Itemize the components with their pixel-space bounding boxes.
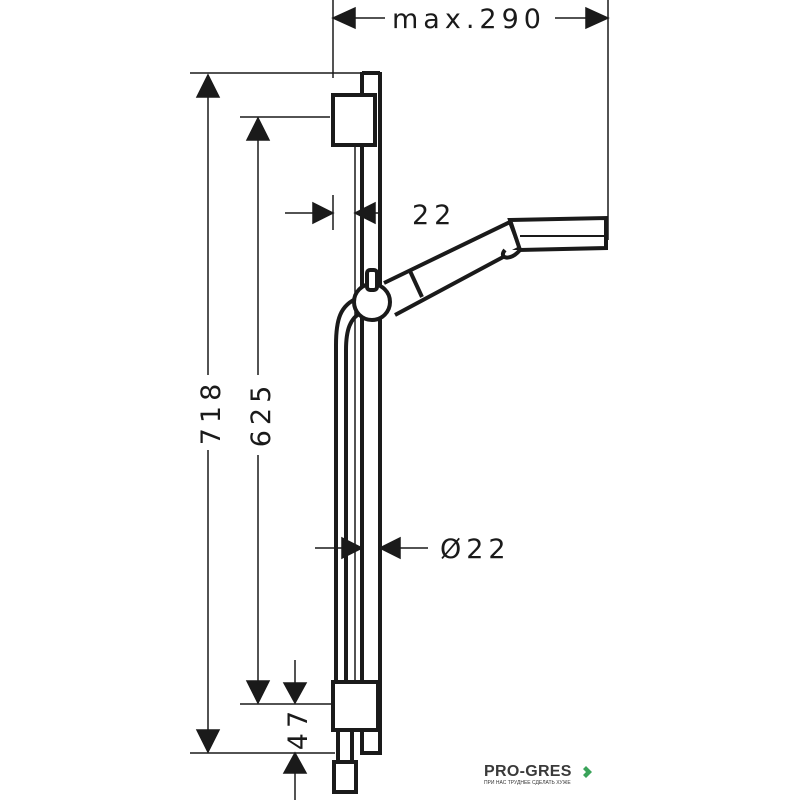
dimension-22-wall: [285, 195, 378, 230]
dimension-625: [240, 116, 333, 705]
logo-tagline: ПРИ НАС ТРУДНЕЕ СДЕЛАТЬ ХУЖЕ: [484, 780, 571, 786]
label-625: 625: [246, 381, 277, 448]
dimension-47: [282, 660, 308, 800]
dimension-max-290: [331, 0, 610, 240]
label-diameter-22: Ø22: [440, 534, 511, 565]
slider-knob: [365, 268, 379, 292]
label-max-290: max.290: [392, 4, 546, 35]
dimension-718: [190, 72, 365, 754]
label-47: 47: [283, 706, 314, 750]
bottom-wall-bracket: [331, 680, 380, 732]
hand-shower: [352, 215, 608, 322]
label-718: 718: [196, 379, 227, 446]
dimension-diameter-22: [315, 536, 428, 560]
logo-chevron-icon: [583, 766, 592, 778]
top-wall-bracket: [331, 93, 377, 147]
pro-gres-logo: PRO-GRES ПРИ НАС ТРУДНЕЕ СДЕЛАТЬ ХУЖЕ: [484, 763, 596, 786]
logo-name: PRO-GRES: [484, 763, 572, 780]
shower-rail: [354, 71, 382, 755]
label-22: 22: [412, 200, 456, 231]
